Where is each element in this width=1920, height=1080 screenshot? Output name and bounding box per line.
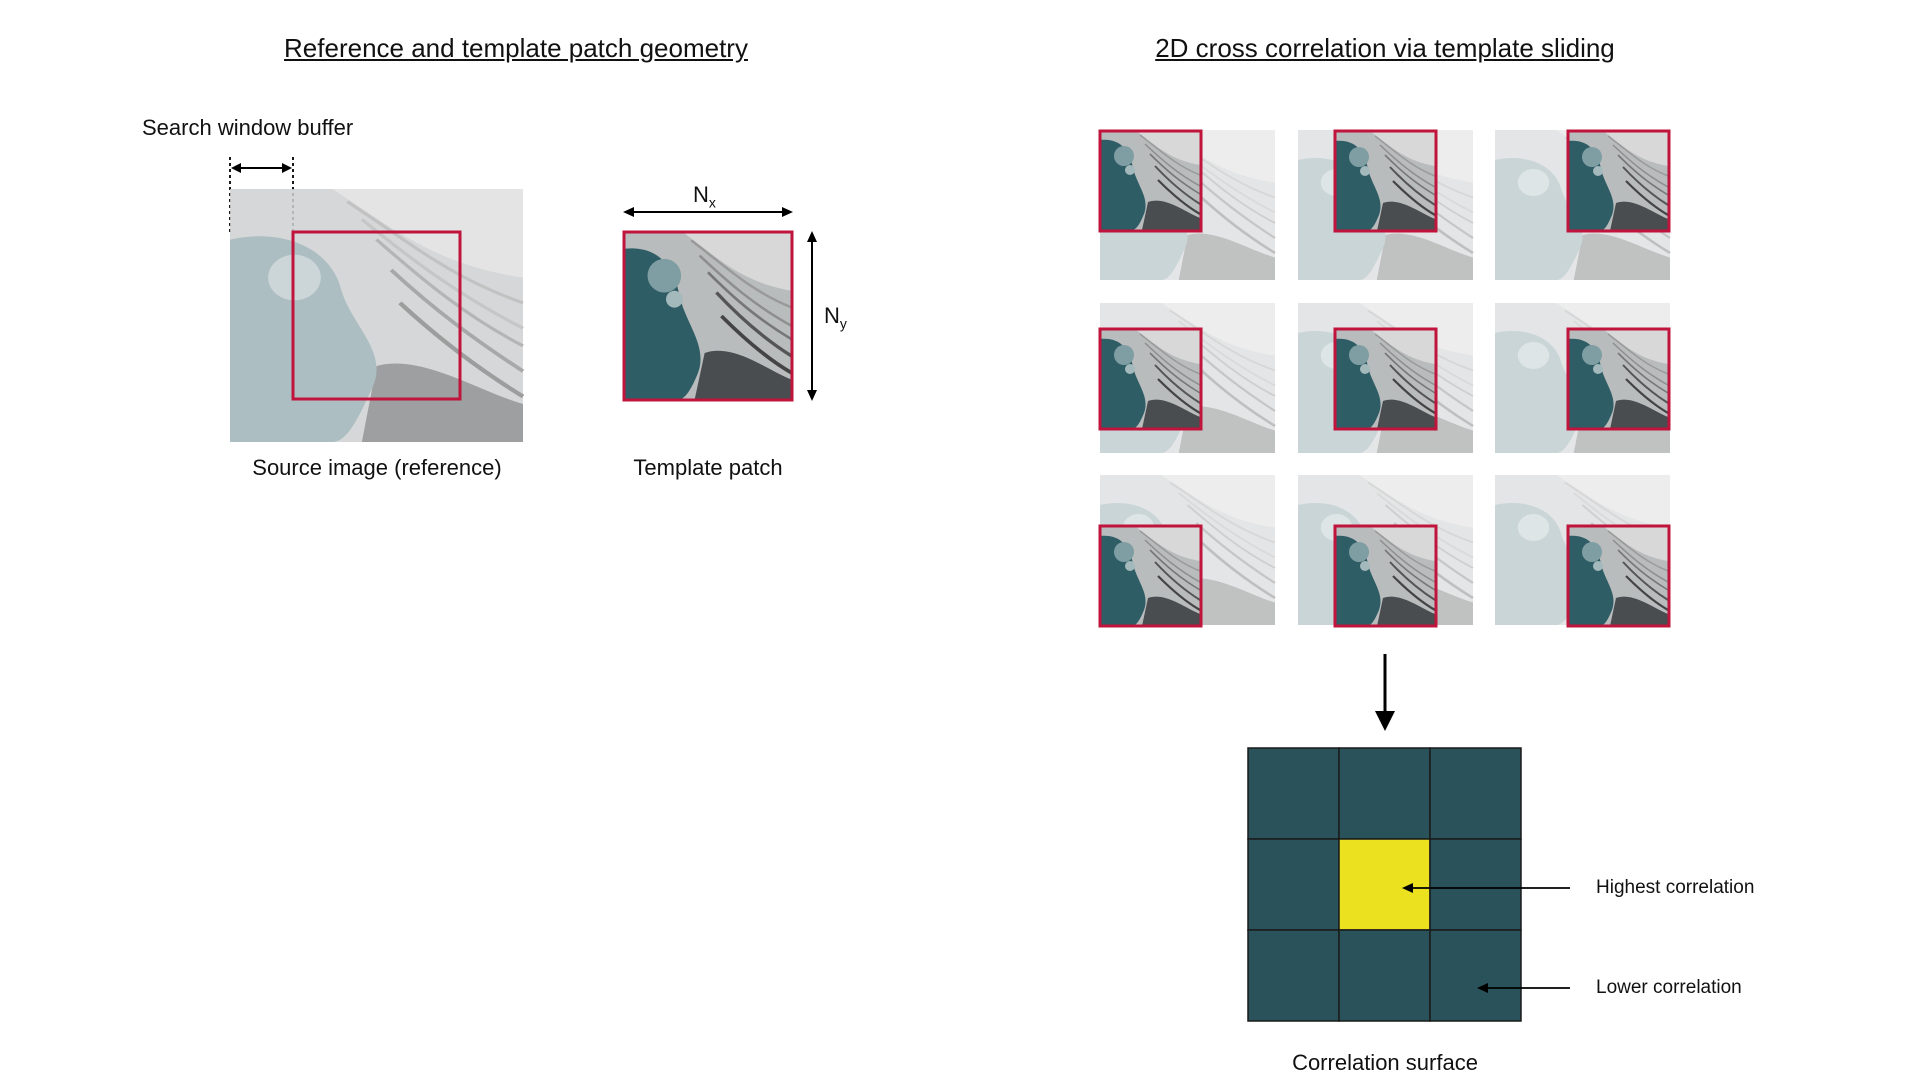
correlation-surface <box>1247 747 1522 1022</box>
surface-cell-highest <box>1338 838 1431 931</box>
template-patch-image <box>622 230 794 402</box>
source-image <box>230 189 523 442</box>
source-image-label: Source image (reference) <box>252 455 502 480</box>
right-panel-title: 2D cross correlation via template slidin… <box>1155 33 1615 63</box>
surface-cell <box>1338 747 1431 840</box>
search-window-buffer-label: Search window buffer <box>142 115 354 140</box>
surface-cell <box>1338 929 1431 1022</box>
sliding-grid <box>1098 128 1672 628</box>
nx-label: Nx <box>693 182 716 211</box>
highest-correlation-label: Highest correlation <box>1596 877 1755 898</box>
source-template-box <box>291 230 462 401</box>
left-panel-title: Reference and template patch geometry <box>284 33 748 63</box>
template-patch-label: Template patch <box>633 455 783 480</box>
surface-cell <box>1247 747 1340 840</box>
template-patch-box <box>622 230 794 402</box>
correlation-surface-label: Correlation surface <box>1292 1050 1478 1075</box>
surface-cell <box>1429 747 1522 840</box>
surface-cell <box>1429 838 1522 931</box>
lower-correlation-label: Lower correlation <box>1596 977 1742 998</box>
ny-label: Ny <box>824 303 847 332</box>
surface-cell <box>1247 838 1340 931</box>
surface-cell <box>1429 929 1522 1022</box>
surface-cell <box>1247 929 1340 1022</box>
